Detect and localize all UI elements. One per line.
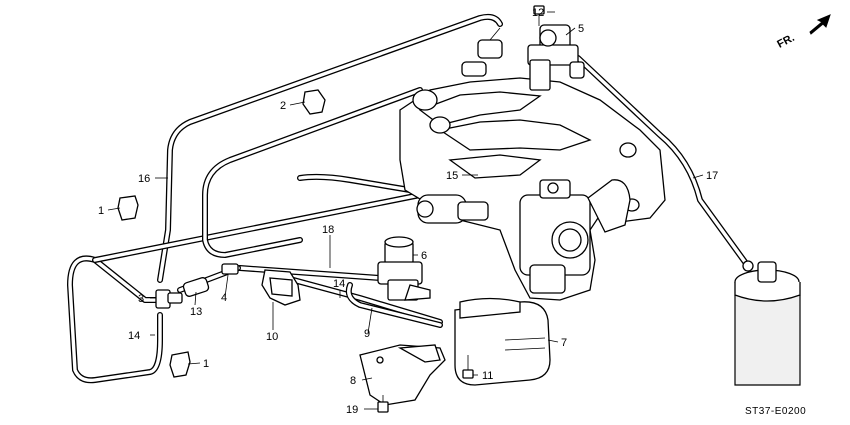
hose-upper-second [297,173,413,193]
leader-lines [107,11,704,410]
callout-18: 18 [322,224,334,236]
callout-19: 19 [346,404,358,416]
callout-1: 1 [203,358,209,370]
filter-13 [182,277,210,297]
callout-7: 7 [561,337,567,349]
callout-9: 9 [364,328,370,340]
joint-top [461,27,503,77]
callout-15: 15 [446,170,458,182]
hose-16 [157,13,503,283]
vacuum-tank [734,260,801,386]
callout-17: 17 [706,170,718,182]
intake-manifold [399,77,666,301]
bolt-19 [377,395,389,413]
vacuum-chamber-7 [454,297,551,386]
throttle-body [519,179,631,294]
callout-12: 12 [532,7,544,19]
callout-4: 4 [221,292,227,304]
hose-17 [575,55,748,265]
hose-9 [345,282,443,328]
clip-1b [169,351,191,378]
callout-13: 13 [190,306,202,318]
hose-14-right [272,272,443,325]
callout-11: 11 [482,370,493,382]
bolt-12 [533,5,545,26]
t-joint-3 [155,289,183,309]
front-direction-arrow: FR. [775,14,831,51]
callout-1: 1 [98,205,104,217]
solenoid-valve-5 [527,24,585,91]
hose-long-lower [67,255,163,384]
callout-8: 8 [350,375,356,387]
clamp-10 [261,269,301,306]
callout-16: 16 [138,173,150,185]
callout-5: 5 [578,23,584,35]
callout-14: 14 [128,330,140,342]
callout-3: 3 [138,293,144,305]
callout-14: 14 [333,278,345,290]
clip-1a [117,195,139,221]
callout-10: 10 [266,331,278,343]
hose-diagonal-left [92,192,423,263]
callout-2: 2 [280,100,286,112]
callout-6: 6 [421,250,427,262]
direction-label: FR. [775,32,796,51]
joint-4 [221,263,239,275]
diagram-code: ST37-E0200 [745,406,806,417]
bracket-8 [359,344,446,406]
hose-upper-middle [202,87,423,258]
clip-2 [302,89,326,115]
hose-18 [237,265,383,281]
iac-valve [416,194,489,224]
bolt-11 [462,355,474,379]
solenoid-valve-6 [377,236,431,301]
